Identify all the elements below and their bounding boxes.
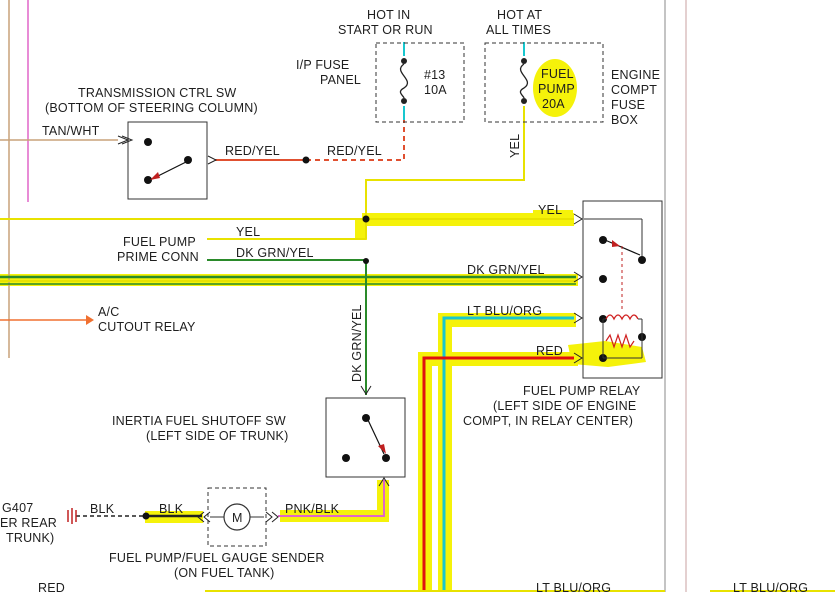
label-red-relay: RED [536, 344, 563, 358]
label-engine-4: BOX [611, 113, 638, 127]
wires [0, 42, 835, 592]
label-trans-sw-1: TRANSMISSION CTRL SW [78, 86, 236, 100]
transmission-switch [117, 121, 310, 200]
label-bottom-red: RED [38, 581, 65, 592]
label-relay-2: (LEFT SIDE OF ENGINE [493, 399, 636, 413]
label-fuel-fuse-1: FUEL [541, 67, 574, 81]
label-relay-1: FUEL PUMP RELAY [523, 384, 641, 398]
ground-g407 [67, 508, 77, 524]
ip-fuse-panel [375, 42, 465, 123]
label-pnk-blk: PNK/BLK [285, 502, 340, 516]
page-lines [0, 0, 687, 592]
label-hot-all-2: ALL TIMES [486, 23, 551, 37]
label-blk-1: BLK [90, 502, 115, 516]
label-bottom-ltblu-1: LT BLU/ORG [536, 581, 611, 592]
wire-yel-fuse [365, 106, 525, 218]
label-inertia-2: (LEFT SIDE OF TRUNK) [146, 429, 288, 443]
label-hot-start-1: HOT IN [367, 8, 410, 22]
label-hot-all-1: HOT AT [497, 8, 542, 22]
label-dkgrn-vertical: DK GRN/YEL [350, 304, 364, 382]
label-dkgrn-relay: DK GRN/YEL [467, 263, 545, 277]
fuel-pump-relay [573, 200, 663, 379]
inertia-switch [325, 385, 406, 487]
engine-fuse-box [484, 42, 604, 123]
label-relay-3: COMPT, IN RELAY CENTER) [463, 414, 633, 428]
label-engine-2: COMPT [611, 83, 657, 97]
highlight-yel-prime [355, 218, 367, 240]
label-ltblu-relay: LT BLU/ORG [467, 304, 542, 318]
label-motor: M [232, 511, 243, 525]
label-fuel-fuse-2: PUMP [538, 82, 575, 96]
label-engine-3: FUSE [611, 98, 645, 112]
label-hot-start-2: START OR RUN [338, 23, 433, 37]
label-g407-1: G407 [2, 501, 33, 515]
highlight-fuse-pump [533, 59, 577, 117]
label-fuel-prime-2: PRIME CONN [117, 250, 199, 264]
label-ip-fuse-2: PANEL [320, 73, 361, 87]
label-trans-sw-2: (BOTTOM OF STEERING COLUMN) [45, 101, 258, 115]
label-yel-relay: YEL [538, 203, 562, 217]
label-engine-1: ENGINE [611, 68, 660, 82]
wire-red [422, 356, 574, 592]
label-fuel-fuse-3: 20A [542, 97, 565, 111]
label-sender-2: (ON FUEL TANK) [174, 566, 275, 580]
label-sender-1: FUEL PUMP/FUEL GAUGE SENDER [109, 551, 325, 565]
label-ac-1: A/C [98, 305, 119, 319]
wire-pnk-blk [278, 480, 385, 517]
wire-ltblu [442, 316, 574, 592]
label-yel-vertical: YEL [508, 134, 522, 158]
label-g407-3: TRUNK) [6, 531, 54, 545]
highlight-red-relay-scribble [568, 341, 646, 367]
highlight-yel-relay-label [533, 210, 573, 220]
label-fuel-prime-1: FUEL PUMP [123, 235, 196, 249]
label-red-yel-1: RED/YEL [225, 144, 280, 158]
label-tan-wht: TAN/WHT [42, 124, 100, 138]
label-g407-2: ER REAR [0, 516, 57, 530]
label-fuse-13-amp: 10A [424, 83, 447, 97]
label-red-yel-2: RED/YEL [327, 144, 382, 158]
fuel-pump-sender [142, 487, 279, 547]
label-bottom-ltblu-2: LT BLU/ORG [733, 581, 808, 592]
label-fuse-13: #13 [424, 68, 445, 82]
label-inertia-1: INERTIA FUEL SHUTOFF SW [112, 414, 286, 428]
label-dkgrn-prime: DK GRN/YEL [236, 246, 314, 260]
label-blk-2: BLK [159, 502, 184, 516]
label-ip-fuse-1: I/P FUSE [296, 58, 349, 72]
label-ac-2: CUTOUT RELAY [98, 320, 196, 334]
label-yel-prime: YEL [236, 225, 260, 239]
labels: HOT IN START OR RUN HOT AT ALL TIMES I/P… [0, 8, 808, 592]
